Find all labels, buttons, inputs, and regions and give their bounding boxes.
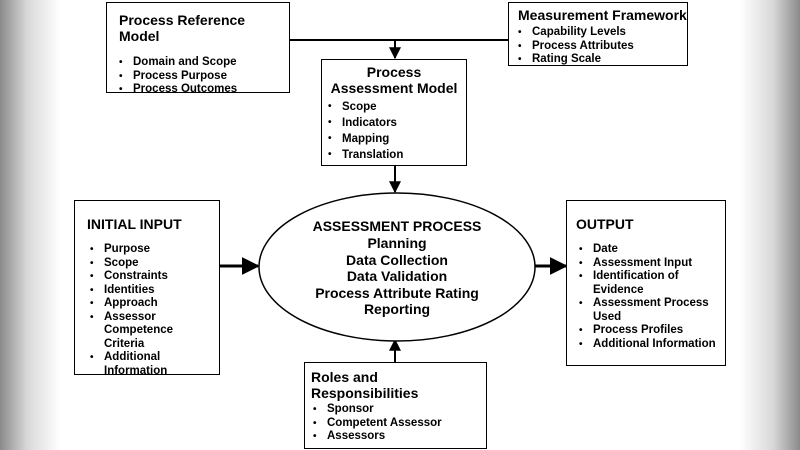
list-item: Scope xyxy=(84,257,219,271)
list-item: Process Attributes xyxy=(512,40,687,54)
list-item: Purpose xyxy=(84,243,219,257)
list-item: Assessment Process Used xyxy=(573,297,718,324)
list-item: Sponsor xyxy=(307,403,486,417)
initial-input-box: INITIAL INPUT Purpose Scope Constraints … xyxy=(74,200,220,378)
process-step: Data Collection xyxy=(346,251,448,268)
list-item: Identification of Evidence xyxy=(573,270,693,297)
right-edge-shade xyxy=(740,0,800,450)
list-item: Assessor Competence Criteria xyxy=(84,311,216,352)
initial-input-title: INITIAL INPUT xyxy=(87,216,182,232)
process-step: Process Attribute Rating xyxy=(315,284,479,301)
list-item: Mapping xyxy=(322,131,466,147)
list-item: Scope xyxy=(322,99,466,115)
list-item: Process Purpose xyxy=(113,70,289,84)
process-step: Data Validation xyxy=(346,268,448,284)
process-assessment-model-box: Process Assessment Model Scope Indicator… xyxy=(321,59,467,166)
list-item: Indicators xyxy=(322,115,466,131)
list-item: Constraints xyxy=(84,270,219,284)
list-item: Translation xyxy=(322,147,466,163)
measurement-framework-box: Measurement Framework Capability Levels … xyxy=(508,2,688,66)
assessment-process-title: ASSESSMENT PROCESS xyxy=(312,218,482,234)
output-title: OUTPUT xyxy=(576,216,634,232)
roles-box: Roles and Responsibilities Sponsor Compe… xyxy=(304,362,487,449)
assessment-process-ellipse xyxy=(258,192,536,342)
process-step: Planning xyxy=(367,235,427,251)
list-item: Approach xyxy=(84,297,219,311)
list-item: Capability Levels xyxy=(512,26,687,40)
list-item: Additional Information xyxy=(84,351,194,378)
list-item: Competent Assessor xyxy=(307,417,486,431)
list-item: Process Outcomes xyxy=(113,83,289,97)
output-box: OUTPUT Date Assessment Input Identificat… xyxy=(566,200,726,366)
list-item: Identities xyxy=(84,284,219,298)
measurement-framework-title: Measurement Framework xyxy=(518,7,687,23)
process-assessment-model-title-line2: Assessment Model xyxy=(330,80,458,96)
process-reference-model-box: Process Reference Model Domain and Scope… xyxy=(106,2,290,96)
list-item: Date xyxy=(573,243,725,257)
list-item: Rating Scale xyxy=(512,53,687,67)
list-item: Domain and Scope xyxy=(113,56,289,70)
process-reference-model-title: Process Reference Model xyxy=(119,12,246,44)
list-item: Assessors xyxy=(307,430,486,444)
list-item: Process Profiles xyxy=(573,324,725,338)
left-edge-shade xyxy=(0,0,60,450)
list-item: Additional Information xyxy=(573,338,725,352)
process-assessment-model-title-line1: Process xyxy=(366,64,422,80)
list-item: Assessment Input xyxy=(573,257,725,271)
process-step: Reporting xyxy=(363,301,431,317)
assessment-process-text: ASSESSMENT PROCESS Planning Data Collect… xyxy=(262,218,532,318)
roles-title: Roles and Responsibilities xyxy=(311,369,419,401)
